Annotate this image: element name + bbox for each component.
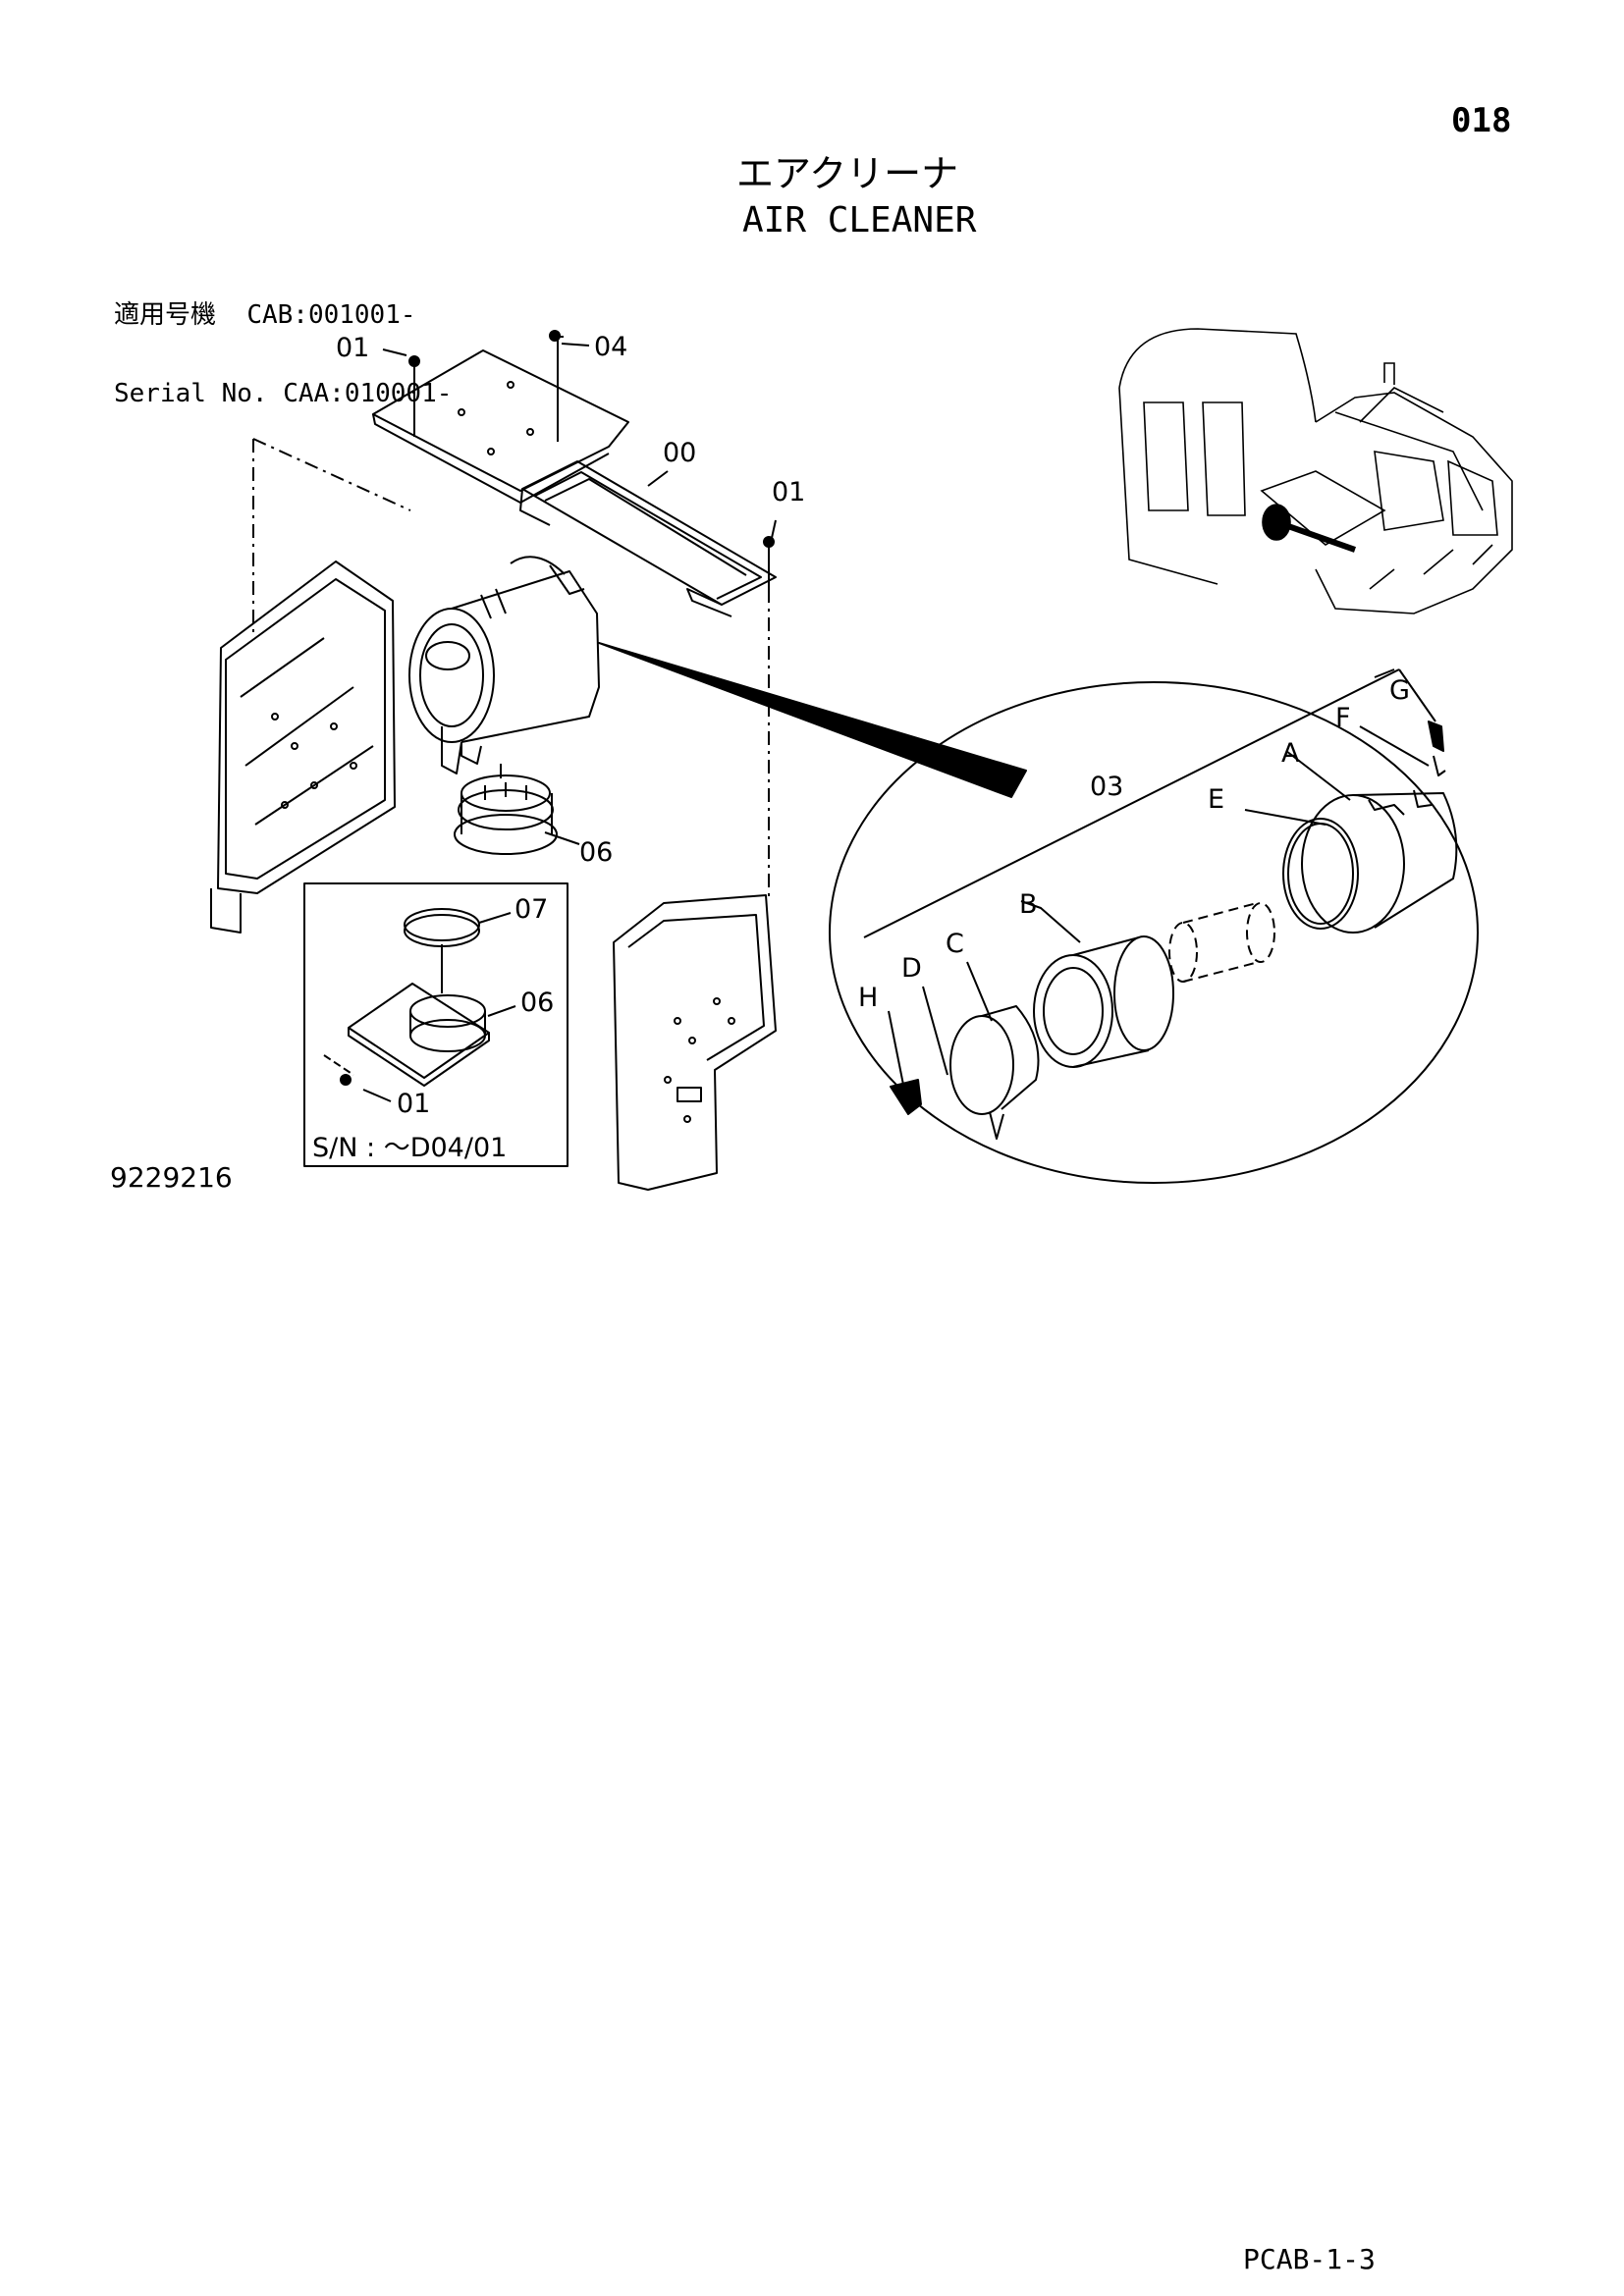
applicability-value-1: CAB:001001- (246, 300, 416, 330)
inset-adapter-plate (348, 983, 490, 1087)
callout-A: A (1281, 738, 1300, 769)
detail-cover (949, 1005, 1040, 1140)
callout-E: E (1208, 784, 1224, 815)
left-bracket-panel (210, 561, 396, 934)
detail-safety-element (1168, 902, 1275, 983)
applicability-label-2: Serial No. (114, 379, 268, 408)
inset-box (303, 882, 568, 1167)
callout-01-right: 01 (772, 477, 805, 507)
top-mounting-plate (372, 349, 629, 504)
callout-B: B (1019, 889, 1038, 920)
page-title-english: AIR CLEANER (742, 200, 977, 240)
inset-serial-note: S/N : ～D04/01 (312, 1133, 507, 1163)
detail-housing (1301, 789, 1458, 934)
callout-00: 00 (663, 438, 696, 468)
applicability-label-1: 適用号機 (114, 300, 217, 330)
support-rail (519, 460, 777, 617)
callout-06: 06 (579, 837, 613, 868)
detail-pointer (598, 642, 1027, 798)
callout-G: G (1389, 675, 1410, 706)
machine-location-thumbnail (1118, 328, 1513, 614)
callout-F: F (1335, 703, 1351, 733)
detail-view-ellipse (829, 681, 1479, 1184)
drawing-number: 9229216 (110, 1161, 233, 1194)
callout-01-top: 01 (336, 333, 369, 363)
inset-clamp (404, 908, 480, 947)
callout-01-inset: 01 (397, 1089, 430, 1119)
detail-primary-element (1033, 935, 1174, 1068)
right-bracket-panel (613, 894, 777, 1191)
page-number: 018 (1451, 101, 1512, 140)
detail-gasket (1282, 818, 1359, 930)
callout-03: 03 (1090, 772, 1123, 802)
callout-07-inset: 07 (514, 894, 548, 925)
applicability-row-1: 適用号機 CAB:001001- (114, 302, 452, 330)
callout-D: D (901, 953, 922, 984)
callout-H: H (858, 983, 878, 1013)
callout-04: 04 (594, 332, 627, 362)
page-code: PCAB-1-3 (1243, 2243, 1376, 2275)
callout-C: C (946, 929, 964, 959)
air-cleaner-assembly (408, 556, 600, 774)
page-title-japanese: エアクリーナ (736, 152, 959, 195)
callout-06-inset: 06 (520, 988, 554, 1018)
adapter-ring (454, 774, 558, 855)
